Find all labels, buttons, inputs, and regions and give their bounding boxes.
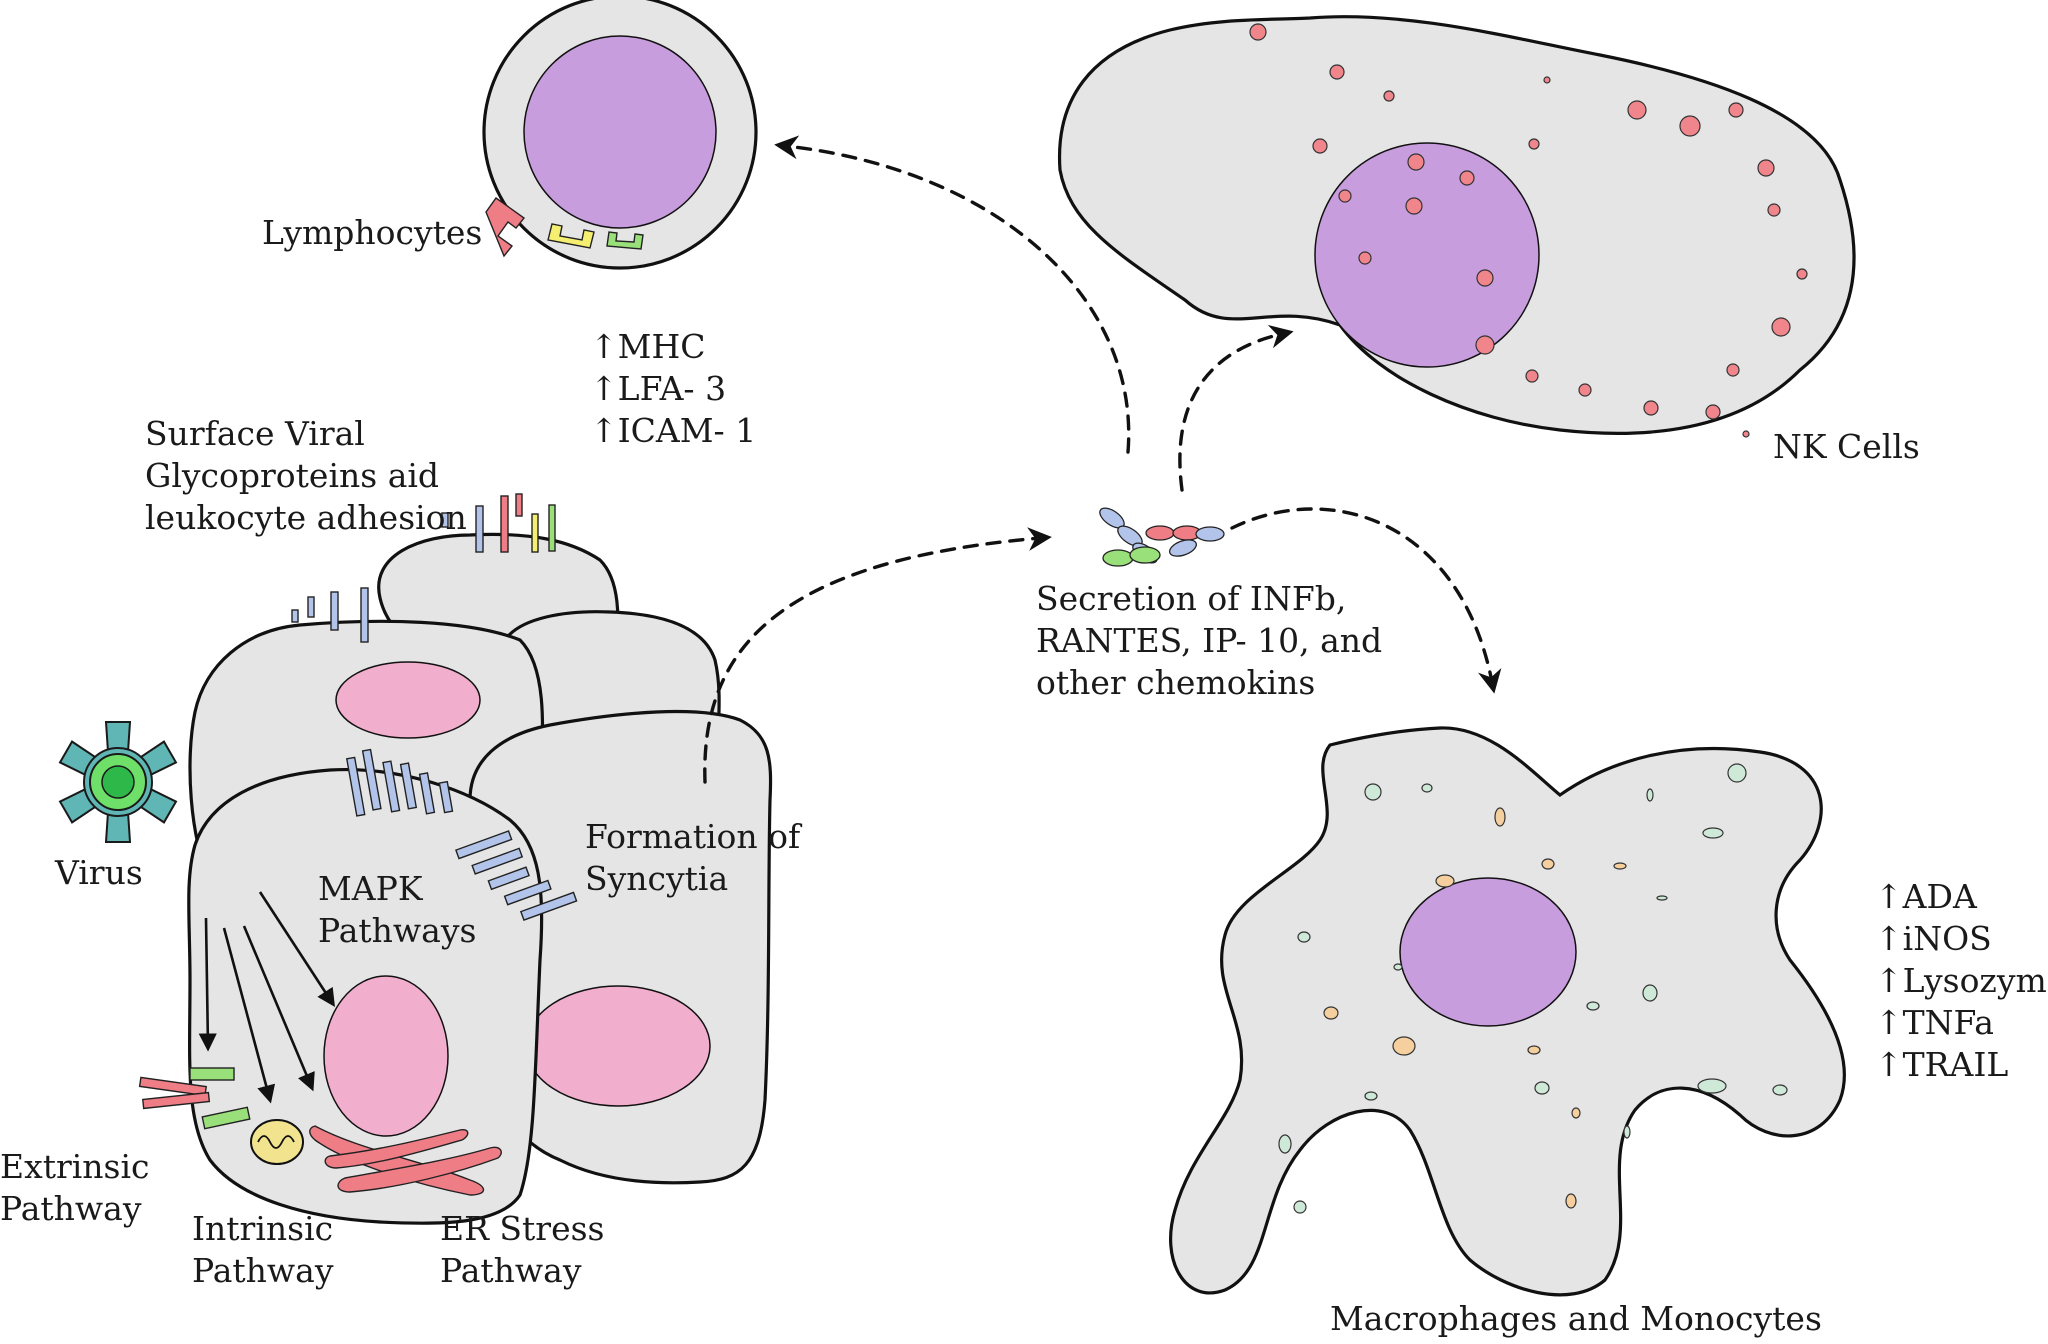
nk-granules (1249, 23, 1808, 438)
upreg-mhc: ↑MHC (590, 327, 705, 366)
lymphocytes-label: Lymphocytes (262, 213, 482, 252)
lymphocyte-cell (482, 0, 758, 270)
surface-viral-label: Surface Viral Glycoproteins aid leukocyt… (145, 414, 467, 537)
adhesion-upregulation-list: ↑MHC ↑LFA- 3 ↑ICAM- 1 (590, 327, 756, 450)
svg-text:Secretion of INFb,: Secretion of INFb, (1036, 579, 1346, 618)
svg-text:MAPK: MAPK (318, 869, 424, 908)
macrophage-upregulation-list: ↑ADA ↑iNOS ↑Lysozyme ↑TNFa ↑TRAIL (1875, 877, 2048, 1084)
intrinsic-label: Intrinsic Pathway (192, 1209, 334, 1290)
svg-text:Pathway: Pathway (192, 1251, 334, 1290)
svg-text:Glycoproteins aid: Glycoproteins aid (145, 456, 439, 495)
lymphocyte-receptor-green (606, 231, 644, 250)
endoplasmic-reticulum-icon (309, 1125, 502, 1196)
upreg-lysozyme: ↑Lysozyme (1875, 961, 2048, 1000)
svg-text:Intrinsic: Intrinsic (192, 1209, 333, 1248)
junction-receptors (345, 748, 454, 817)
svg-text:leukocyte adhesion: leukocyte adhesion (145, 498, 467, 537)
secretion-label: Secretion of INFb, RANTES, IP- 10, and o… (1036, 579, 1382, 702)
mapk-arrows (198, 891, 335, 1104)
nk-cell (1057, 15, 1856, 438)
macrophage-vesicles (1278, 763, 1788, 1214)
lymphocyte-receptor-yellow (547, 223, 595, 249)
upreg-ada: ↑ADA (1875, 877, 1978, 916)
svg-text:Pathways: Pathways (318, 911, 476, 950)
mitochondrion-icon (250, 1119, 304, 1165)
front-cell-nucleus (323, 975, 449, 1137)
top-cell-receptors (441, 493, 556, 553)
upreg-tnfa: ↑TNFa (1875, 1003, 1994, 1042)
virus-icon (58, 721, 178, 843)
er-stress-label: ER Stress Pathway (440, 1209, 604, 1290)
svg-text:other chemokins: other chemokins (1036, 663, 1315, 702)
arrow-syncytia-to-chemokines (703, 527, 1052, 784)
svg-text:RANTES, IP- 10, and: RANTES, IP- 10, and (1036, 621, 1382, 660)
infected-cell-cluster (138, 493, 773, 1225)
virus-label: Virus (54, 853, 143, 892)
upper-left-nucleus (335, 661, 481, 739)
extrinsic-label: Extrinsic Pathway (0, 1147, 150, 1228)
syncytia-nucleus (525, 985, 711, 1107)
svg-text:Formation of: Formation of (585, 817, 803, 856)
upreg-lfa3: ↑LFA- 3 (590, 369, 726, 408)
svg-text:Pathway: Pathway (0, 1189, 142, 1228)
upreg-trail: ↑TRAIL (1875, 1045, 2008, 1084)
nk-cells-label: NK Cells (1773, 427, 1920, 466)
chemokine-molecules (1099, 507, 1225, 567)
svg-text:ER Stress: ER Stress (440, 1209, 604, 1248)
arrow-chemokines-to-lymphocytes (774, 135, 1131, 454)
svg-text:Syncytia: Syncytia (585, 859, 728, 898)
upper-left-cell-receptors (291, 587, 369, 643)
mapk-label: MAPK Pathways (318, 869, 476, 950)
svg-text:Extrinsic: Extrinsic (0, 1147, 150, 1186)
svg-text:Surface Viral: Surface Viral (145, 414, 365, 453)
lymphocyte-receptor-red (485, 197, 526, 258)
arrow-chemokines-to-macrophages (1230, 507, 1502, 694)
upreg-icam1: ↑ICAM- 1 (590, 411, 756, 450)
arrow-chemokines-to-nk (1178, 324, 1294, 492)
dashed-arrows (703, 135, 1502, 784)
extrinsic-receptors (138, 1067, 251, 1130)
side-junction-receptors (455, 830, 578, 921)
upreg-inos: ↑iNOS (1875, 919, 1992, 958)
macrophages-label: Macrophages and Monocytes (1330, 1299, 1822, 1338)
syncytia-label: Formation of Syncytia (585, 817, 803, 898)
svg-text:Pathway: Pathway (440, 1251, 582, 1290)
macrophage-cell (1169, 726, 1846, 1297)
